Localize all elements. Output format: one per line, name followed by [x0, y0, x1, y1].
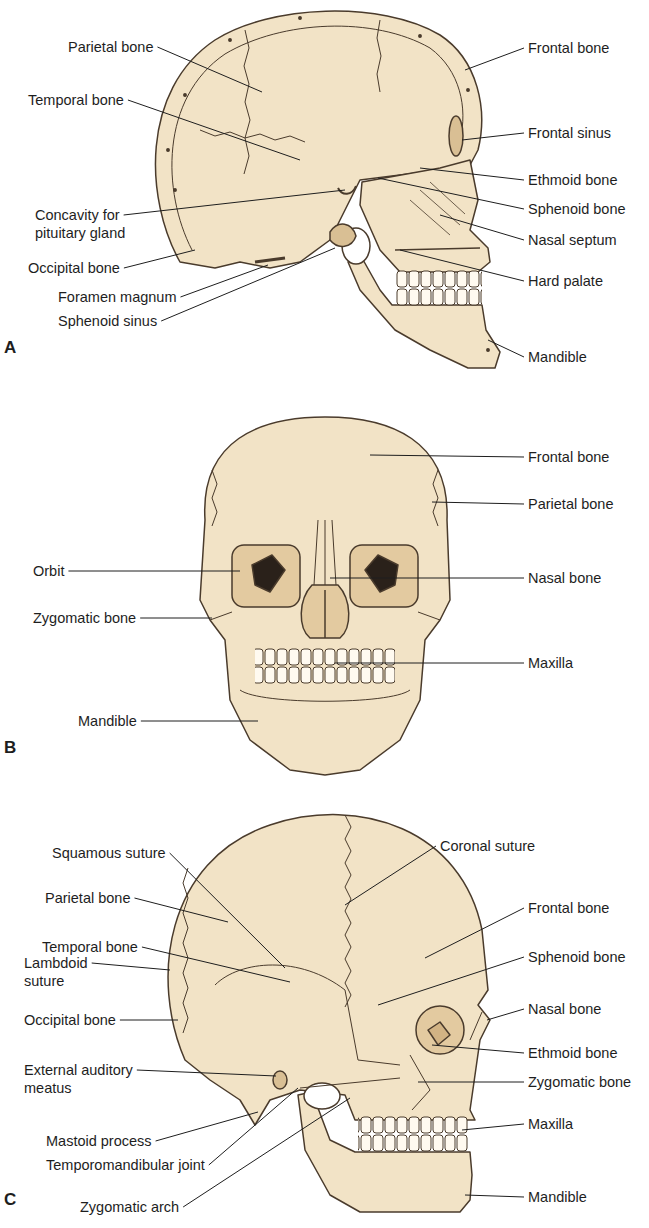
part-label: Zygomatic bone: [33, 609, 136, 627]
leader-line: [425, 908, 524, 958]
part-label: Frontal bone: [528, 39, 609, 57]
part-label: Parietal bone: [45, 889, 130, 907]
leader-line: [140, 618, 212, 619]
part-label: Frontal bone: [528, 448, 609, 466]
leader-line: [128, 100, 300, 160]
leader-line: [134, 898, 228, 922]
part-label: Coronal suture: [440, 837, 535, 855]
leader-line: [124, 190, 345, 215]
part-label: Parietal bone: [68, 38, 153, 56]
leader-line: [161, 248, 335, 321]
leader-line: [462, 1124, 524, 1130]
leader-line: [68, 571, 240, 572]
panel-letter: B: [4, 738, 16, 758]
skull-lateral: [168, 815, 490, 1212]
leader-line: [465, 1195, 524, 1197]
part-label: Temporomandibular joint: [46, 1156, 205, 1174]
part-label: Mandible: [528, 348, 587, 366]
part-label: Sphenoid sinus: [58, 312, 157, 330]
part-label: External auditory meatus: [24, 1061, 149, 1097]
panel-letter: C: [4, 1190, 16, 1210]
part-label: Temporal bone: [28, 91, 124, 109]
leader-line: [124, 250, 195, 268]
part-label: Frontal sinus: [528, 124, 611, 142]
leader-line: [183, 1098, 350, 1207]
leader-line: [180, 265, 268, 297]
leader-line: [378, 957, 524, 1005]
leader-line: [335, 663, 524, 664]
panel-letter: A: [4, 338, 16, 358]
part-label: Occipital bone: [28, 259, 120, 277]
leader-line: [420, 168, 524, 180]
leader-line: [432, 502, 524, 504]
part-label: Sphenoid bone: [528, 948, 626, 966]
part-label: Hard palate: [528, 272, 603, 290]
leader-line: [370, 455, 524, 457]
leader-line: [418, 1082, 524, 1083]
part-label: Frontal bone: [528, 899, 609, 917]
leader-line: [488, 340, 524, 357]
part-label: Temporal bone: [42, 938, 138, 956]
part-label: Ethmoid bone: [528, 1044, 617, 1062]
part-label: Maxilla: [528, 654, 573, 672]
leader-line: [170, 853, 285, 968]
leader-line: [487, 1009, 524, 1020]
part-label: Mandible: [78, 712, 137, 730]
part-label: Nasal septum: [528, 231, 617, 249]
part-label: Occipital bone: [24, 1011, 116, 1029]
part-label: Mastoid process: [46, 1132, 152, 1150]
part-label: Concavity for pituitary gland: [35, 206, 147, 242]
part-label: Zygomatic arch: [80, 1198, 179, 1216]
part-label: Ethmoid bone: [528, 171, 617, 189]
part-label: Parietal bone: [528, 495, 613, 513]
leader-line: [209, 1088, 298, 1165]
leader-line: [330, 578, 524, 579]
part-label: Maxilla: [528, 1115, 573, 1133]
leader-line: [462, 133, 524, 140]
part-label: Squamous suture: [52, 844, 166, 862]
leader-line: [92, 963, 170, 970]
leader-line: [141, 721, 258, 722]
leader-line: [137, 1070, 276, 1076]
part-label: Sphenoid bone: [528, 200, 626, 218]
part-label: Lambdoid suture: [24, 954, 96, 990]
leader-line: [157, 47, 262, 92]
leader-line: [142, 947, 290, 982]
skull-sagittal: [155, 11, 500, 368]
leader-line: [120, 1020, 178, 1021]
part-label: Foramen magnum: [58, 288, 176, 306]
leader-line: [432, 1045, 524, 1053]
part-label: Mandible: [528, 1188, 587, 1206]
part-label: Orbit: [33, 562, 64, 580]
part-label: Zygomatic bone: [528, 1073, 631, 1091]
leader-line: [400, 250, 524, 281]
leader-line: [440, 215, 524, 240]
leader-line: [465, 48, 524, 70]
part-label: Nasal bone: [528, 569, 601, 587]
leader-line: [345, 846, 436, 905]
leader-line: [378, 178, 524, 209]
part-label: Nasal bone: [528, 1000, 601, 1018]
leader-line: [156, 1112, 258, 1141]
